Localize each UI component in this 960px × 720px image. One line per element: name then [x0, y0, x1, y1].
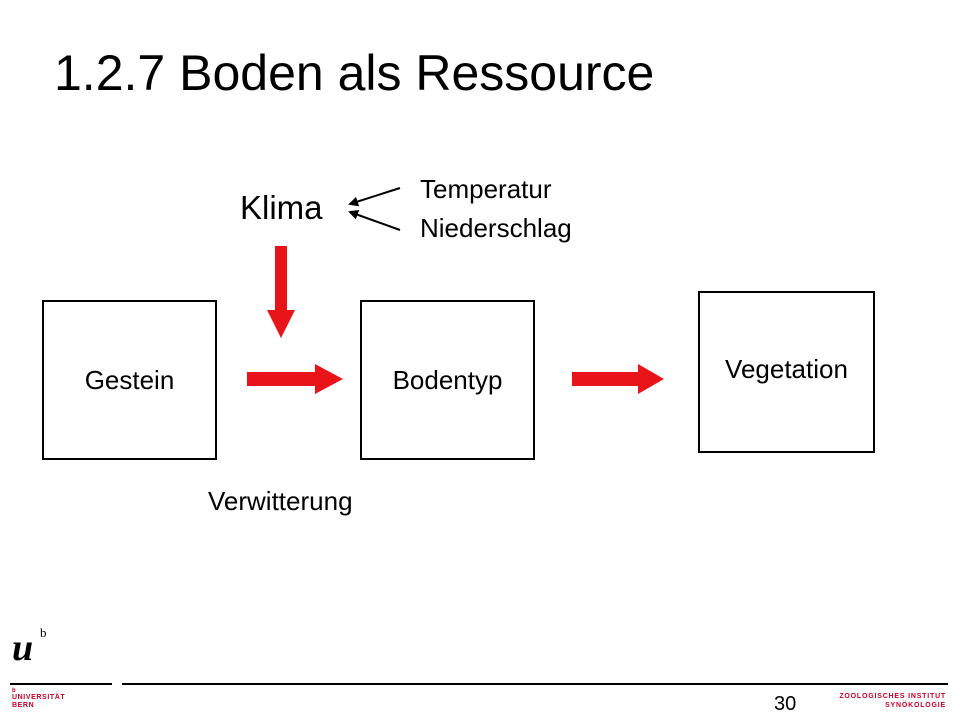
university-logo-u: u — [12, 627, 34, 669]
university-name-line2: BERN — [12, 702, 35, 709]
bodentyp-to-vegetation-arrow — [572, 364, 664, 394]
temperatur-label: Temperatur — [420, 174, 552, 204]
institute-name-line1: ZOOLOGISCHES INSTITUT — [839, 693, 946, 700]
temperatur-to-klima-arrow — [348, 187, 401, 207]
university-logo-superscript: b — [40, 625, 47, 640]
gestein-box: Gestein — [42, 300, 217, 460]
institute-name-line2: SYNÖKOLOGIE — [885, 702, 946, 709]
klima-label: Klima — [240, 189, 323, 226]
university-name-line1: UNIVERSITÄT — [12, 694, 66, 701]
footer-divider-left — [10, 683, 112, 685]
gestein-to-bodentyp-arrow — [247, 364, 343, 394]
footer-divider-right — [122, 683, 948, 685]
bodentyp-box: Bodentyp — [360, 300, 535, 460]
vegetation-label: Vegetation — [725, 353, 848, 384]
niederschlag-to-klima-arrow — [348, 210, 401, 231]
slide-title: 1.2.7 Boden als Ressource — [54, 45, 655, 101]
verwitterung-label: Verwitterung — [208, 486, 353, 516]
niederschlag-label: Niederschlag — [420, 213, 572, 243]
vegetation-box: Vegetation — [698, 291, 875, 453]
bodentyp-label: Bodentyp — [392, 364, 503, 395]
page-number: 30 — [774, 693, 797, 715]
klima-down-arrow — [267, 246, 295, 338]
gestein-label: Gestein — [84, 364, 175, 395]
university-small-b: b — [12, 688, 17, 694]
